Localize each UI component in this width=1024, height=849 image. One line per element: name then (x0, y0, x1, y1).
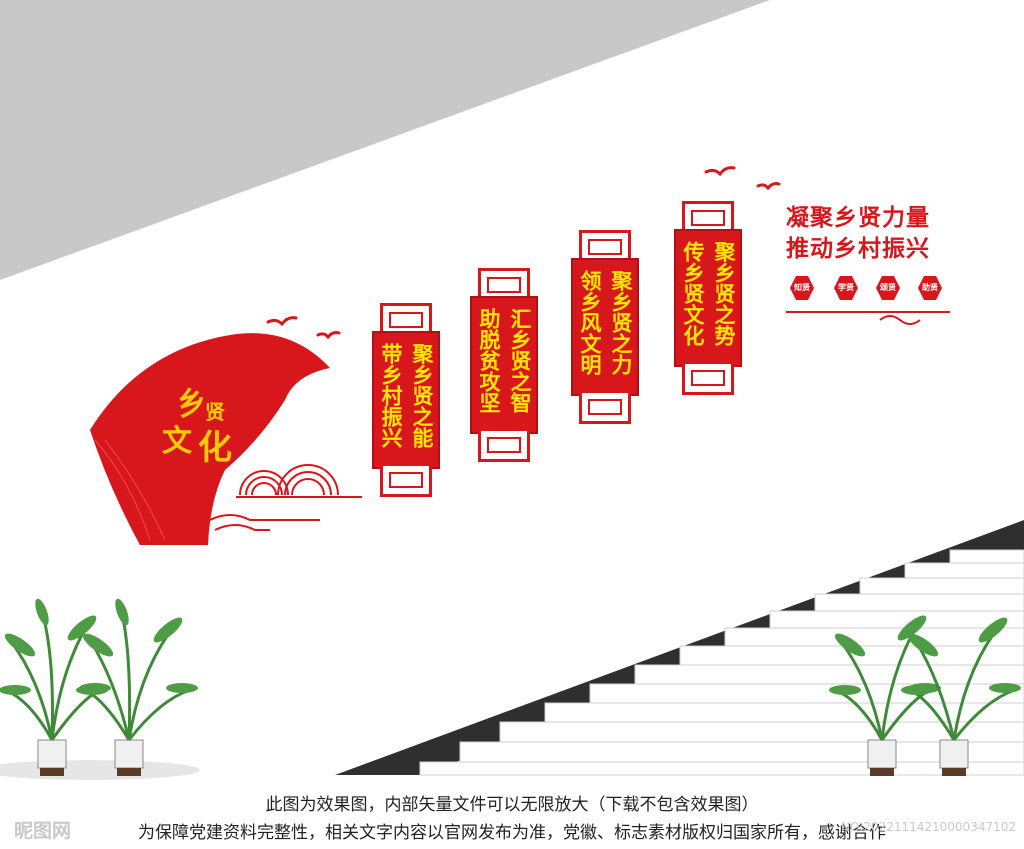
panel-line: 聚乡贤之力 (609, 270, 633, 375)
watermark-id: NO:20221114210000347102 (841, 820, 1016, 834)
panel-line: 聚乡贤之能 (410, 343, 434, 448)
slogan: 凝聚乡贤力量 推动乡村振兴 (786, 203, 962, 265)
panel-line: 聚乡贤之势 (712, 241, 736, 346)
slogan-line-2: 推动乡村振兴 (786, 236, 930, 262)
plant-left-2 (76, 598, 198, 776)
plant-right-1 (829, 615, 941, 776)
panel-body: 传乡贤文化 聚乡贤之势 (674, 229, 742, 367)
staircase (419, 549, 1024, 776)
panel-line: 领乡风文明 (578, 270, 602, 375)
caption-line-1: 此图为效果图，内部矢量文件可以无限放大（下载不包含效果图） (265, 795, 759, 815)
badge: 知贤 (790, 276, 814, 300)
panel-cap-bottom (380, 463, 432, 497)
panel-line: 传乡贤文化 (681, 241, 705, 346)
panel-cap-bottom (579, 390, 631, 424)
panel-cap-bottom (478, 428, 530, 462)
slogan-line-1: 凝聚乡贤力量 (786, 205, 930, 231)
scroll-panel-4: 传乡贤文化 聚乡贤之势 (674, 201, 742, 395)
fan-decoration (209, 464, 362, 531)
panel-body: 领乡风文明 聚乡贤之力 (571, 258, 639, 396)
slogan-rule (786, 311, 950, 325)
panel-body: 助脱贫攻坚 汇乡贤之智 (470, 296, 538, 434)
red-flag-shape (70, 333, 330, 545)
plant-right-2 (901, 617, 1021, 776)
panel-line: 汇乡贤之智 (508, 308, 532, 413)
badge: 颂贤 (876, 276, 900, 300)
panel-body: 带乡村振兴 聚乡贤之能 (372, 331, 440, 469)
badge-row: 知贤 学贤 颂贤 助贤 (786, 276, 946, 300)
scroll-panel-3: 领乡风文明 聚乡贤之力 (571, 230, 639, 424)
ceiling-wedge (0, 0, 770, 280)
plant-left-1 (0, 598, 111, 776)
flag-title-char-4: 化 (198, 428, 232, 468)
flag-title-char-2: 贤 (205, 400, 225, 424)
panel-cap-bottom (682, 361, 734, 395)
scroll-panel-1: 带乡村振兴 聚乡贤之能 (372, 303, 440, 497)
watermark-logo: 昵图网 (14, 820, 72, 842)
scroll-panel-2: 助脱贫攻坚 汇乡贤之智 (470, 268, 538, 462)
panel-line: 助脱贫攻坚 (477, 308, 501, 413)
panel-line: 带乡村振兴 (379, 343, 403, 448)
badge: 助贤 (918, 276, 942, 300)
caption-line-2: 为保障党建资料完整性，相关文字内容以官网发布为准，党徽、标志素材版权归国家所有，… (138, 823, 886, 843)
bird-icons (266, 166, 781, 340)
flag-title-char-3: 文 (162, 424, 192, 459)
badge: 学贤 (834, 276, 858, 300)
